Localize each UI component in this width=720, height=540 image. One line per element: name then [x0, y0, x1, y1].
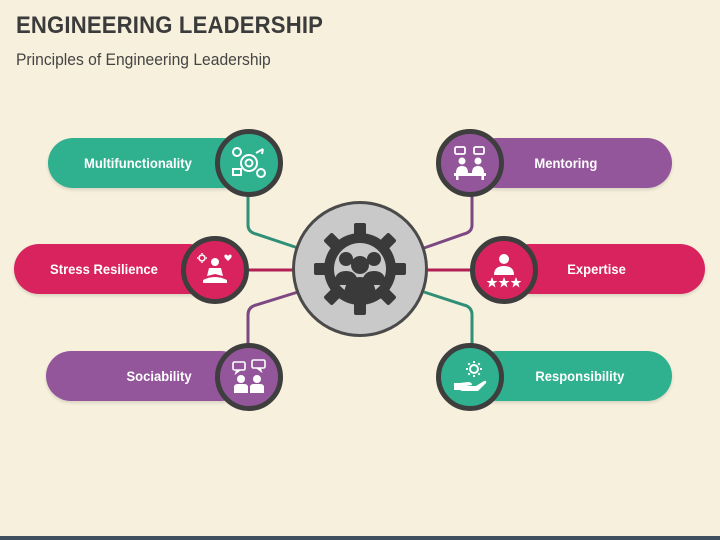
principle-sociability: Sociability — [46, 351, 246, 401]
responsibility-badge — [436, 343, 504, 411]
page-title: ENGINEERING LEADERSHIP — [16, 12, 324, 39]
hand-gear-icon — [454, 361, 487, 391]
rated-person-icon — [486, 254, 522, 288]
principle-label: Responsibility — [535, 368, 625, 384]
mentoring-badge — [436, 129, 504, 197]
center-hub — [292, 201, 428, 337]
principle-multifunctionality: Multifunctionality — [48, 138, 248, 188]
principle-expertise: Expertise — [505, 244, 705, 294]
page-subtitle: Principles of Engineering Leadership — [16, 50, 271, 69]
expertise-badge — [470, 236, 538, 304]
principle-label: Mentoring — [534, 155, 598, 171]
presentation-icon — [454, 146, 486, 180]
principle-mentoring: Mentoring — [472, 138, 672, 188]
connector-responsibility — [423, 290, 474, 352]
target-chart-icon — [232, 147, 266, 178]
sociability-badge — [215, 343, 283, 411]
connector-multifunctionality — [246, 188, 299, 250]
multifunctionality-badge — [215, 129, 283, 197]
connector-sociability — [246, 290, 299, 352]
principle-label: Sociability — [126, 368, 192, 384]
conversation-icon — [232, 359, 266, 393]
principle-responsibility: Responsibility — [472, 351, 672, 401]
connector-mentoring — [423, 188, 474, 250]
stress-resilience-badge — [181, 236, 249, 304]
principle-label: Expertise — [567, 261, 626, 277]
principle-label: Multifunctionality — [84, 155, 192, 171]
meditation-icon — [197, 253, 232, 283]
gear-team-icon — [314, 223, 406, 315]
principle-stress-resilience: Stress Resilience — [14, 244, 214, 294]
principle-label: Stress Resilience — [50, 261, 158, 277]
footer-bar — [0, 536, 720, 540]
